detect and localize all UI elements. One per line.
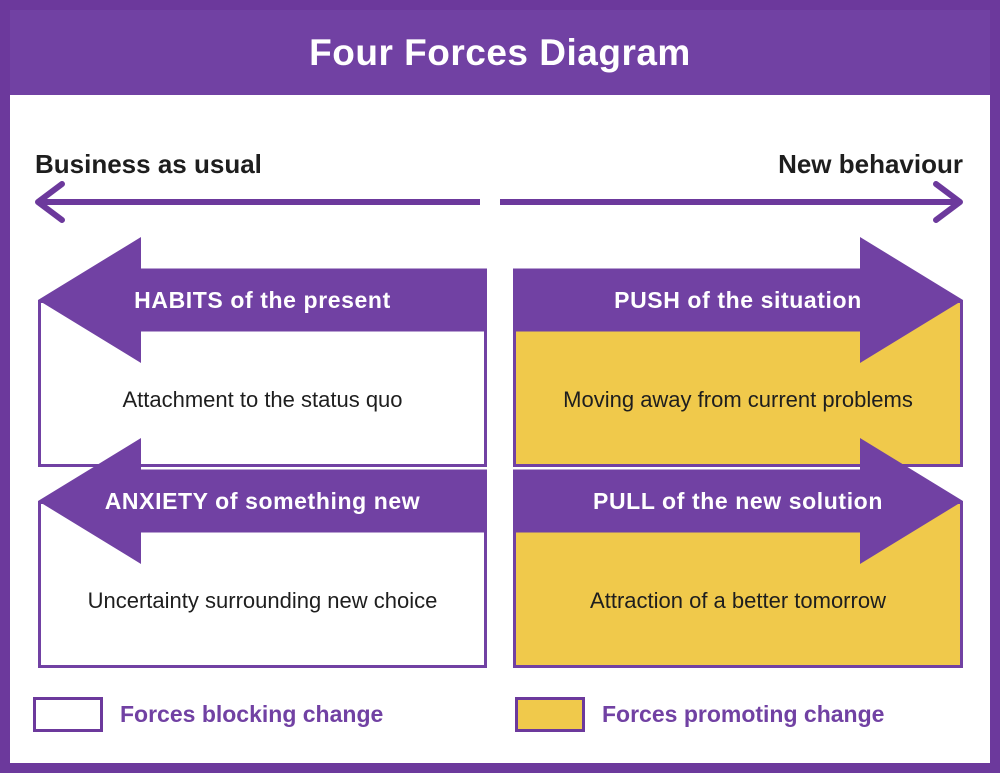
axis-arrow-right-icon bbox=[500, 181, 963, 223]
quadrant-push-band-label: PUSH of the situation bbox=[614, 287, 862, 313]
legend-swatch-blocking bbox=[33, 697, 103, 732]
header-band: Four Forces Diagram bbox=[10, 10, 990, 95]
quadrant-anxiety-box-label: Uncertainty surrounding new choice bbox=[87, 588, 438, 613]
quadrant-anxiety-band-label: ANXIETY of something new bbox=[104, 488, 421, 514]
quadrant-habits-band-label: HABITS of the present bbox=[134, 287, 391, 313]
page-title: Four Forces Diagram bbox=[309, 31, 691, 73]
legend-swatch-promoting bbox=[515, 697, 585, 732]
quadrant-habits-box-label: Attachment to the status quo bbox=[122, 387, 403, 412]
axis-arrow-left-icon bbox=[35, 181, 480, 223]
quadrant-pull-box-label: Attraction of a better tomorrow bbox=[590, 588, 886, 613]
quadrant-anxiety-arrow-icon bbox=[38, 438, 487, 564]
legend-label-promoting: Forces promoting change bbox=[602, 701, 885, 727]
axis-label-business-as-usual: Business as usual bbox=[35, 149, 262, 179]
quadrant-pull-band-label: PULL of the new solution bbox=[593, 488, 883, 514]
quadrant-habits-arrow-icon bbox=[38, 237, 487, 363]
quadrant-pull-arrow-icon bbox=[513, 438, 963, 564]
legend-label-blocking: Forces blocking change bbox=[120, 701, 384, 727]
quadrant-push-box-label: Moving away from current problems bbox=[563, 387, 913, 412]
legend-item-promoting: Forces promoting change bbox=[515, 697, 884, 732]
legend-item-blocking: Forces blocking change bbox=[33, 697, 383, 732]
quadrant-push-arrow-icon bbox=[513, 237, 963, 363]
axis-label-new-behaviour: New behaviour bbox=[778, 149, 963, 179]
